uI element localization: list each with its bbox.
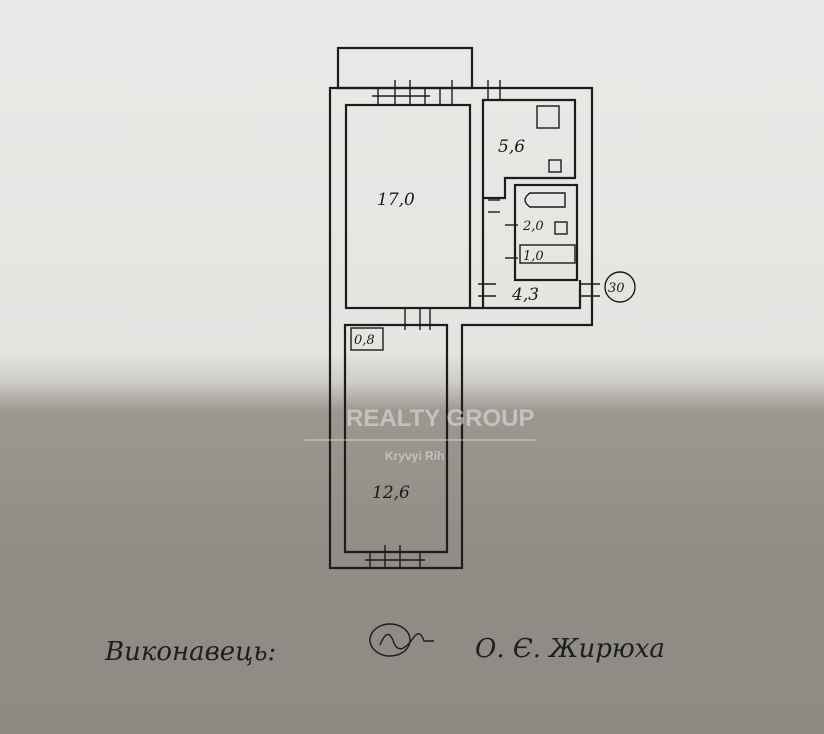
balcony-door	[372, 80, 501, 105]
bedroom	[343, 323, 449, 554]
area-bedroom: 12,6	[372, 483, 410, 503]
total-marker-circle	[604, 271, 636, 303]
corridor	[470, 198, 582, 310]
performer-label: Виконавець:	[104, 637, 276, 667]
area-kitchen: 5,6	[498, 137, 525, 157]
watermark-brand: REALTY GROUP	[346, 405, 534, 432]
area-toilet: 1,0	[523, 249, 544, 264]
closet	[350, 327, 384, 351]
bathroom-block	[513, 183, 579, 282]
area-bathroom: 2,0	[522, 219, 544, 234]
signature-stroke	[379, 633, 434, 650]
toilet	[519, 244, 576, 264]
outer-wall	[328, 86, 594, 570]
signature	[369, 623, 411, 657]
performer-name: О. Є. Жирюха	[475, 634, 665, 664]
stove	[536, 105, 560, 129]
kitchen	[481, 98, 577, 200]
total-marker: 30	[608, 281, 625, 296]
washbasin	[554, 221, 568, 235]
bedroom-window	[365, 545, 425, 568]
area-living-room: 17,0	[377, 190, 415, 210]
area-corridor: 4,3	[511, 285, 539, 305]
doors	[404, 199, 600, 330]
sink	[548, 159, 562, 173]
area-closet: 0,8	[354, 333, 375, 348]
living-room	[344, 103, 472, 310]
watermark-city: Kryvyi Rih	[385, 449, 444, 463]
bathtub	[524, 192, 566, 208]
